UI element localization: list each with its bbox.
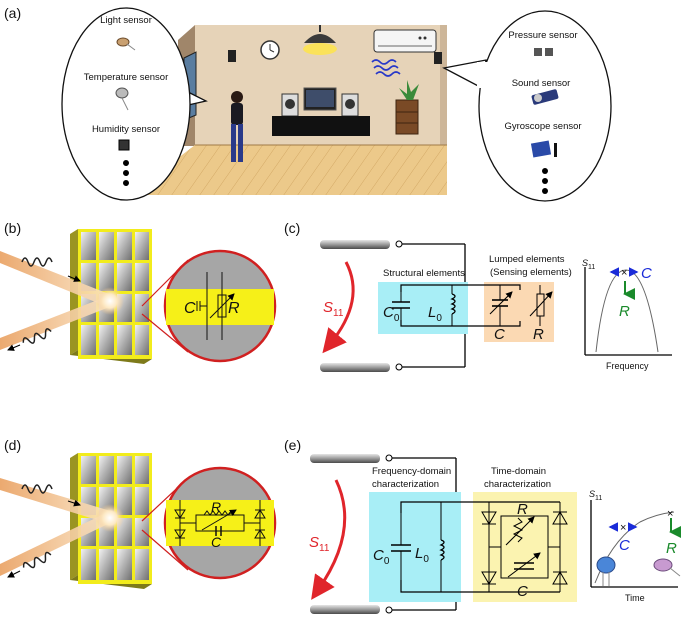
- incident-wave-icon: [21, 257, 53, 267]
- resistor-label-b: R: [228, 300, 240, 317]
- wall-sensor-right: [434, 52, 442, 64]
- l0-label-e: L0: [415, 545, 429, 565]
- gyroscope-sensor-icon: [530, 140, 557, 158]
- air-conditioner-icon: [371, 29, 437, 77]
- incident-wave-icon: [21, 484, 53, 494]
- time-domain-label-1: Time-domain: [491, 466, 546, 477]
- s11-arrow-c: [322, 261, 355, 354]
- c0-label-e: C0: [373, 547, 390, 567]
- frequency-domain-box: [369, 492, 461, 602]
- pressure-sensor-label: Pressure sensor: [508, 30, 577, 41]
- r-label-e: R: [517, 501, 528, 518]
- graph-e-c-label: C: [619, 537, 630, 554]
- ellipsis-dot: [123, 180, 129, 186]
- ellipsis-dot: [123, 170, 129, 176]
- graph-c: S11 Frequency × C R: [582, 258, 672, 371]
- lumped-box: [484, 282, 554, 342]
- graph-c-r-label: R: [619, 303, 630, 320]
- left-sensor-bubble: Light sensor Temperature sensor Humidity…: [61, 7, 208, 201]
- c-label-e: C: [517, 583, 528, 600]
- s11-label-c: S11: [323, 299, 344, 319]
- marker-c-e: ×: [620, 522, 626, 534]
- light-sensor-label: Light sensor: [100, 15, 152, 26]
- ellipsis-dot: [542, 178, 548, 184]
- panel-label-e: (e): [284, 437, 301, 453]
- lumped-label: Lumped elements: [489, 254, 565, 265]
- graph-e-ylabel: S11: [589, 489, 602, 502]
- right-sensor-bubble: Pressure sensor Sound sensor Gyroscope s…: [442, 10, 612, 202]
- peak-marker-c: ×: [621, 267, 627, 279]
- cable-top-c: [320, 240, 390, 249]
- graph-c-xlabel: Frequency: [606, 361, 649, 371]
- metasurface-b: C R: [0, 229, 277, 364]
- panel-label-b: (b): [4, 220, 21, 236]
- panel-label-c: (c): [284, 220, 300, 236]
- clock-icon: [260, 40, 280, 60]
- graph-e-xlabel: Time: [625, 593, 645, 603]
- ellipsis-dot: [542, 168, 548, 174]
- ceiling-lamp-icon: [303, 25, 337, 55]
- wall-sensor-left: [228, 50, 236, 62]
- temperature-sensor-icon: [115, 87, 129, 111]
- resistor-label-d: R: [211, 499, 221, 515]
- marker-r-e: ×: [667, 508, 673, 520]
- gyroscope-sensor-label: Gyroscope sensor: [504, 121, 581, 132]
- sound-sensor-label: Sound sensor: [512, 78, 571, 89]
- capacitor-label-b: C: [184, 300, 196, 317]
- light-sensor-icon: [116, 37, 136, 51]
- capacitor-component-icon: [596, 556, 616, 586]
- cable-bottom-e: [310, 605, 380, 614]
- l0-label-c: L0: [428, 304, 442, 324]
- structural-label: Structural elements: [383, 268, 465, 279]
- r-label-c: R: [533, 326, 544, 343]
- photoresistor-component-icon: [653, 558, 681, 577]
- metasurface-d: R C: [0, 453, 277, 589]
- temperature-sensor-label: Temperature sensor: [84, 72, 168, 83]
- c-label-c: C: [494, 326, 505, 343]
- c0-label-c: C0: [383, 304, 400, 324]
- capacitor-label-d: C: [211, 534, 222, 550]
- graph-e-r-label: R: [666, 540, 677, 557]
- room-illustration: [130, 25, 447, 195]
- graph-e: S11 Time × × C R: [589, 489, 681, 603]
- panel-label-d: (d): [4, 437, 21, 453]
- s11-label-e: S11: [309, 534, 330, 554]
- sound-sensor-icon: [531, 89, 559, 105]
- humidity-sensor-icon: [118, 139, 130, 151]
- freq-domain-label-1: Frequency-domain: [372, 466, 451, 477]
- reflected-wave-icon: [22, 551, 52, 569]
- circuit-e: Frequency-domain characterization Time-d…: [309, 454, 577, 614]
- cable-top-e: [310, 454, 380, 463]
- tv-set-icon: [272, 87, 370, 136]
- circuit-c: Structural elements Lumped elements (Sen…: [320, 240, 572, 372]
- graph-c-ylabel: S11: [582, 258, 595, 271]
- zoom-circle-b: C R: [163, 249, 277, 363]
- freq-domain-label-2: characterization: [372, 479, 439, 490]
- sensing-label: (Sensing elements): [490, 267, 572, 278]
- reflected-wave-icon: [22, 328, 52, 344]
- ellipsis-dot: [123, 160, 129, 166]
- pressure-sensor-icon: [534, 48, 553, 56]
- cable-bottom-c: [320, 363, 390, 372]
- ellipsis-dot: [542, 188, 548, 194]
- zoom-circle-d: R C: [163, 466, 277, 580]
- graph-c-c-label: C: [641, 265, 652, 282]
- s11-arrow-e: [311, 479, 347, 600]
- time-domain-label-2: characterization: [484, 479, 551, 490]
- humidity-sensor-label: Humidity sensor: [92, 124, 160, 135]
- panel-label-a: (a): [4, 5, 21, 21]
- person-icon: [231, 91, 243, 162]
- plant-shelf-icon: [395, 80, 419, 135]
